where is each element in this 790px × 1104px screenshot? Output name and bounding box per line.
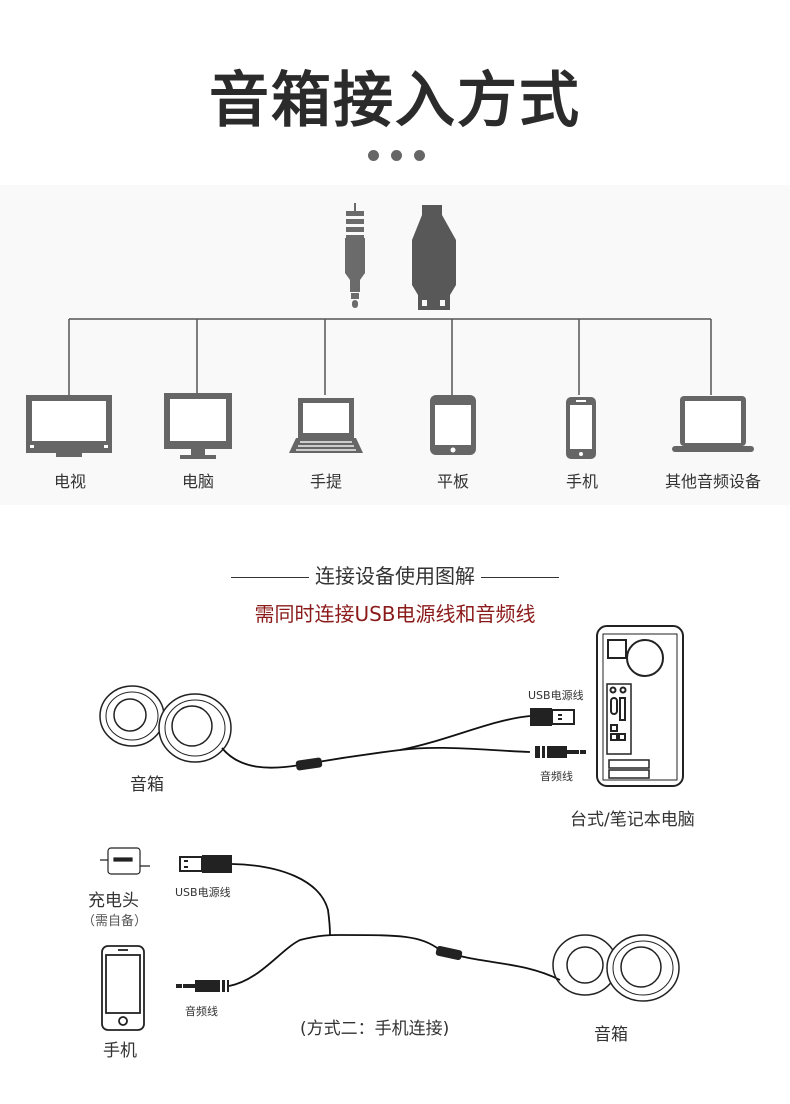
charger-note: （需自备） xyxy=(82,914,148,929)
desktop-tower-icon xyxy=(596,625,684,787)
device-label-computer: 电脑 xyxy=(181,472,214,491)
tablet-icon xyxy=(430,395,476,455)
volume-control-icon xyxy=(295,757,323,771)
tree-lines xyxy=(68,318,712,395)
section-subtitle: 需同时连接USB电源线和音频线 xyxy=(254,602,536,626)
phone-label: 手机 xyxy=(103,1041,137,1061)
divider xyxy=(481,577,559,578)
dot xyxy=(391,150,402,161)
device-label-tablet: 平板 xyxy=(436,472,469,491)
section-title-text: 连接设备使用图解 xyxy=(315,564,475,588)
device-label-other: 其他音频设备 xyxy=(664,472,761,491)
method2-speaker-label: 音箱 xyxy=(594,1025,628,1045)
method1-audio-label: 音频线 xyxy=(540,770,573,783)
cables xyxy=(221,715,531,769)
tv-icon xyxy=(26,395,112,457)
volume-control-icon xyxy=(435,945,463,961)
method2-caption: (方式二：手机连接) xyxy=(300,1019,450,1039)
dot xyxy=(368,150,379,161)
phone-outline-icon xyxy=(101,945,145,1031)
dot xyxy=(414,150,425,161)
monitor-icon xyxy=(164,393,232,459)
audio-jack-icon xyxy=(345,203,365,308)
device-label-phone: 手机 xyxy=(565,472,598,491)
devices-panel xyxy=(0,185,790,505)
charger-label: 充电头 xyxy=(88,891,139,911)
usb-plug-icon xyxy=(412,205,456,310)
laptop-keyboard-icon xyxy=(289,398,363,453)
method1-usb-label: USB电源线 xyxy=(528,689,584,702)
decorative-dots xyxy=(368,150,425,161)
page-title: 音箱接入方式 xyxy=(209,66,581,136)
phone-icon xyxy=(566,397,596,459)
computer-label: 台式/笔记本电脑 xyxy=(570,810,695,830)
method1-diagram xyxy=(99,625,684,787)
divider xyxy=(231,577,309,578)
method2-diagram xyxy=(100,847,680,1031)
usb-connector-icon xyxy=(530,708,575,726)
method2-audio-label: 音频线 xyxy=(185,1005,218,1018)
speaker-icon xyxy=(99,685,232,763)
audio-connector-icon xyxy=(176,980,229,992)
audio-connector-icon xyxy=(535,746,586,758)
laptop-icon xyxy=(672,396,754,452)
charger-icon xyxy=(100,847,150,875)
usb-connector-icon xyxy=(179,855,232,873)
device-label-laptop: 手提 xyxy=(309,472,342,491)
cables xyxy=(228,863,561,987)
method1-speaker-label: 音箱 xyxy=(130,775,164,795)
method2-usb-label: USB电源线 xyxy=(175,886,231,899)
speaker-icon xyxy=(552,934,680,1002)
device-label-tv: 电视 xyxy=(53,472,86,491)
device-tree-diagram xyxy=(26,203,754,459)
section-title: 连接设备使用图解 xyxy=(0,560,790,589)
